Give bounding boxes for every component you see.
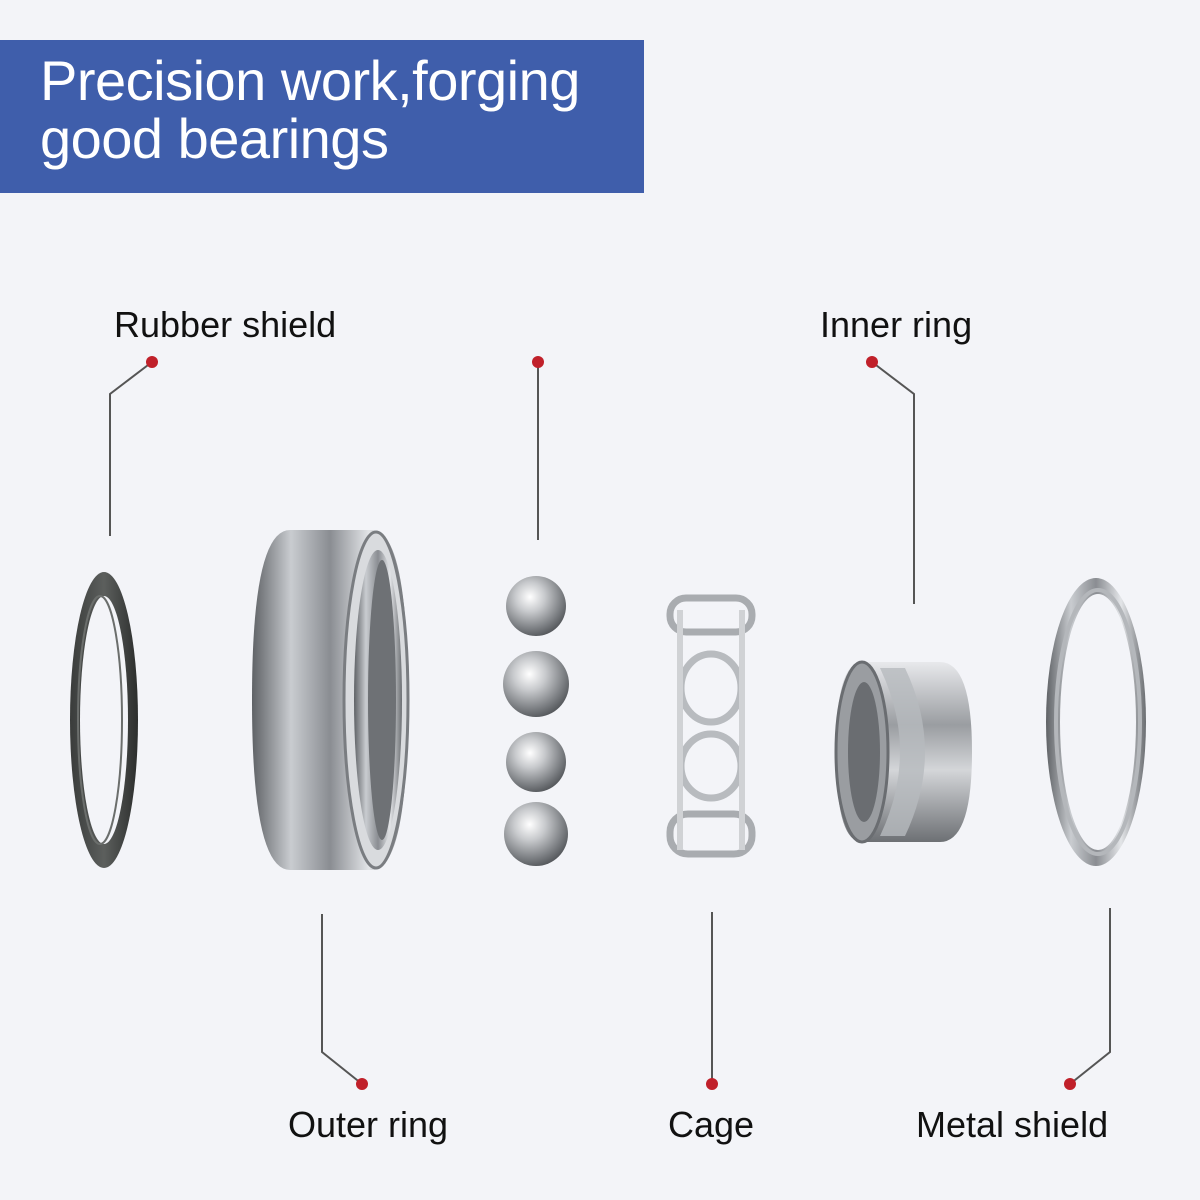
page-title: Precision work,forging good bearings (40, 52, 640, 168)
label-cage: Cage (668, 1104, 755, 1145)
callout-line-rubber-shield (109, 361, 153, 536)
callout-line-outer-ring (321, 914, 363, 1085)
title-banner (0, 40, 644, 193)
metal-shield-part (1046, 578, 1146, 866)
title-line-1: Precision work,forging (40, 49, 580, 112)
inner-ring-part (834, 660, 972, 844)
callout-dot-cage (706, 1078, 718, 1090)
label-metal-shield: Metal shield (916, 1104, 1109, 1145)
label-outer-ring: Outer ring (288, 1104, 449, 1145)
title-line-2: good bearings (40, 107, 389, 170)
balls-part (503, 576, 569, 866)
callout-line-metal-shield (1069, 908, 1111, 1085)
callout-dot-outer-ring (356, 1078, 368, 1090)
callout-lines (109, 361, 1111, 1085)
label-inner-ring: Inner ring (820, 304, 973, 345)
label-rubber-shield: Rubber shield (114, 304, 337, 345)
callout-dot-balls (532, 356, 544, 368)
cage-part (666, 594, 756, 858)
rubber-shield-part (70, 572, 138, 868)
outer-ring-part (252, 530, 410, 870)
callout-dot-inner-ring (866, 356, 878, 368)
callout-line-inner-ring (871, 361, 915, 604)
callout-dot-metal-shield (1064, 1078, 1076, 1090)
callout-dot-rubber-shield (146, 356, 158, 368)
callout-dots (146, 356, 1076, 1090)
